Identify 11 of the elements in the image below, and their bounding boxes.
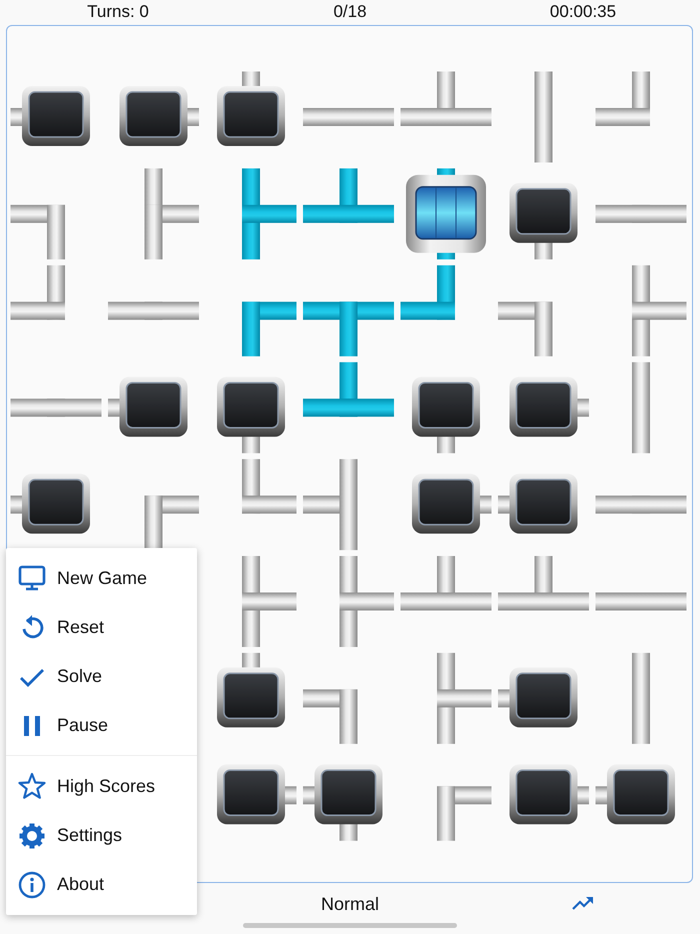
- difficulty-label: Normal: [321, 894, 379, 915]
- menu-item: Settings: [6, 814, 197, 858]
- menu-item: About: [6, 862, 197, 907]
- turn-counter: Turns: 0: [87, 2, 149, 22]
- timer: 00:00:35: [550, 2, 616, 22]
- progress-counter: 0/18: [333, 2, 367, 22]
- menu-item: Solve: [6, 654, 197, 699]
- menu-item: Pause: [6, 704, 197, 748]
- menu-item: Reset: [6, 605, 197, 650]
- menu-item: New Game: [6, 556, 197, 600]
- menu-item: High Scores: [6, 764, 197, 808]
